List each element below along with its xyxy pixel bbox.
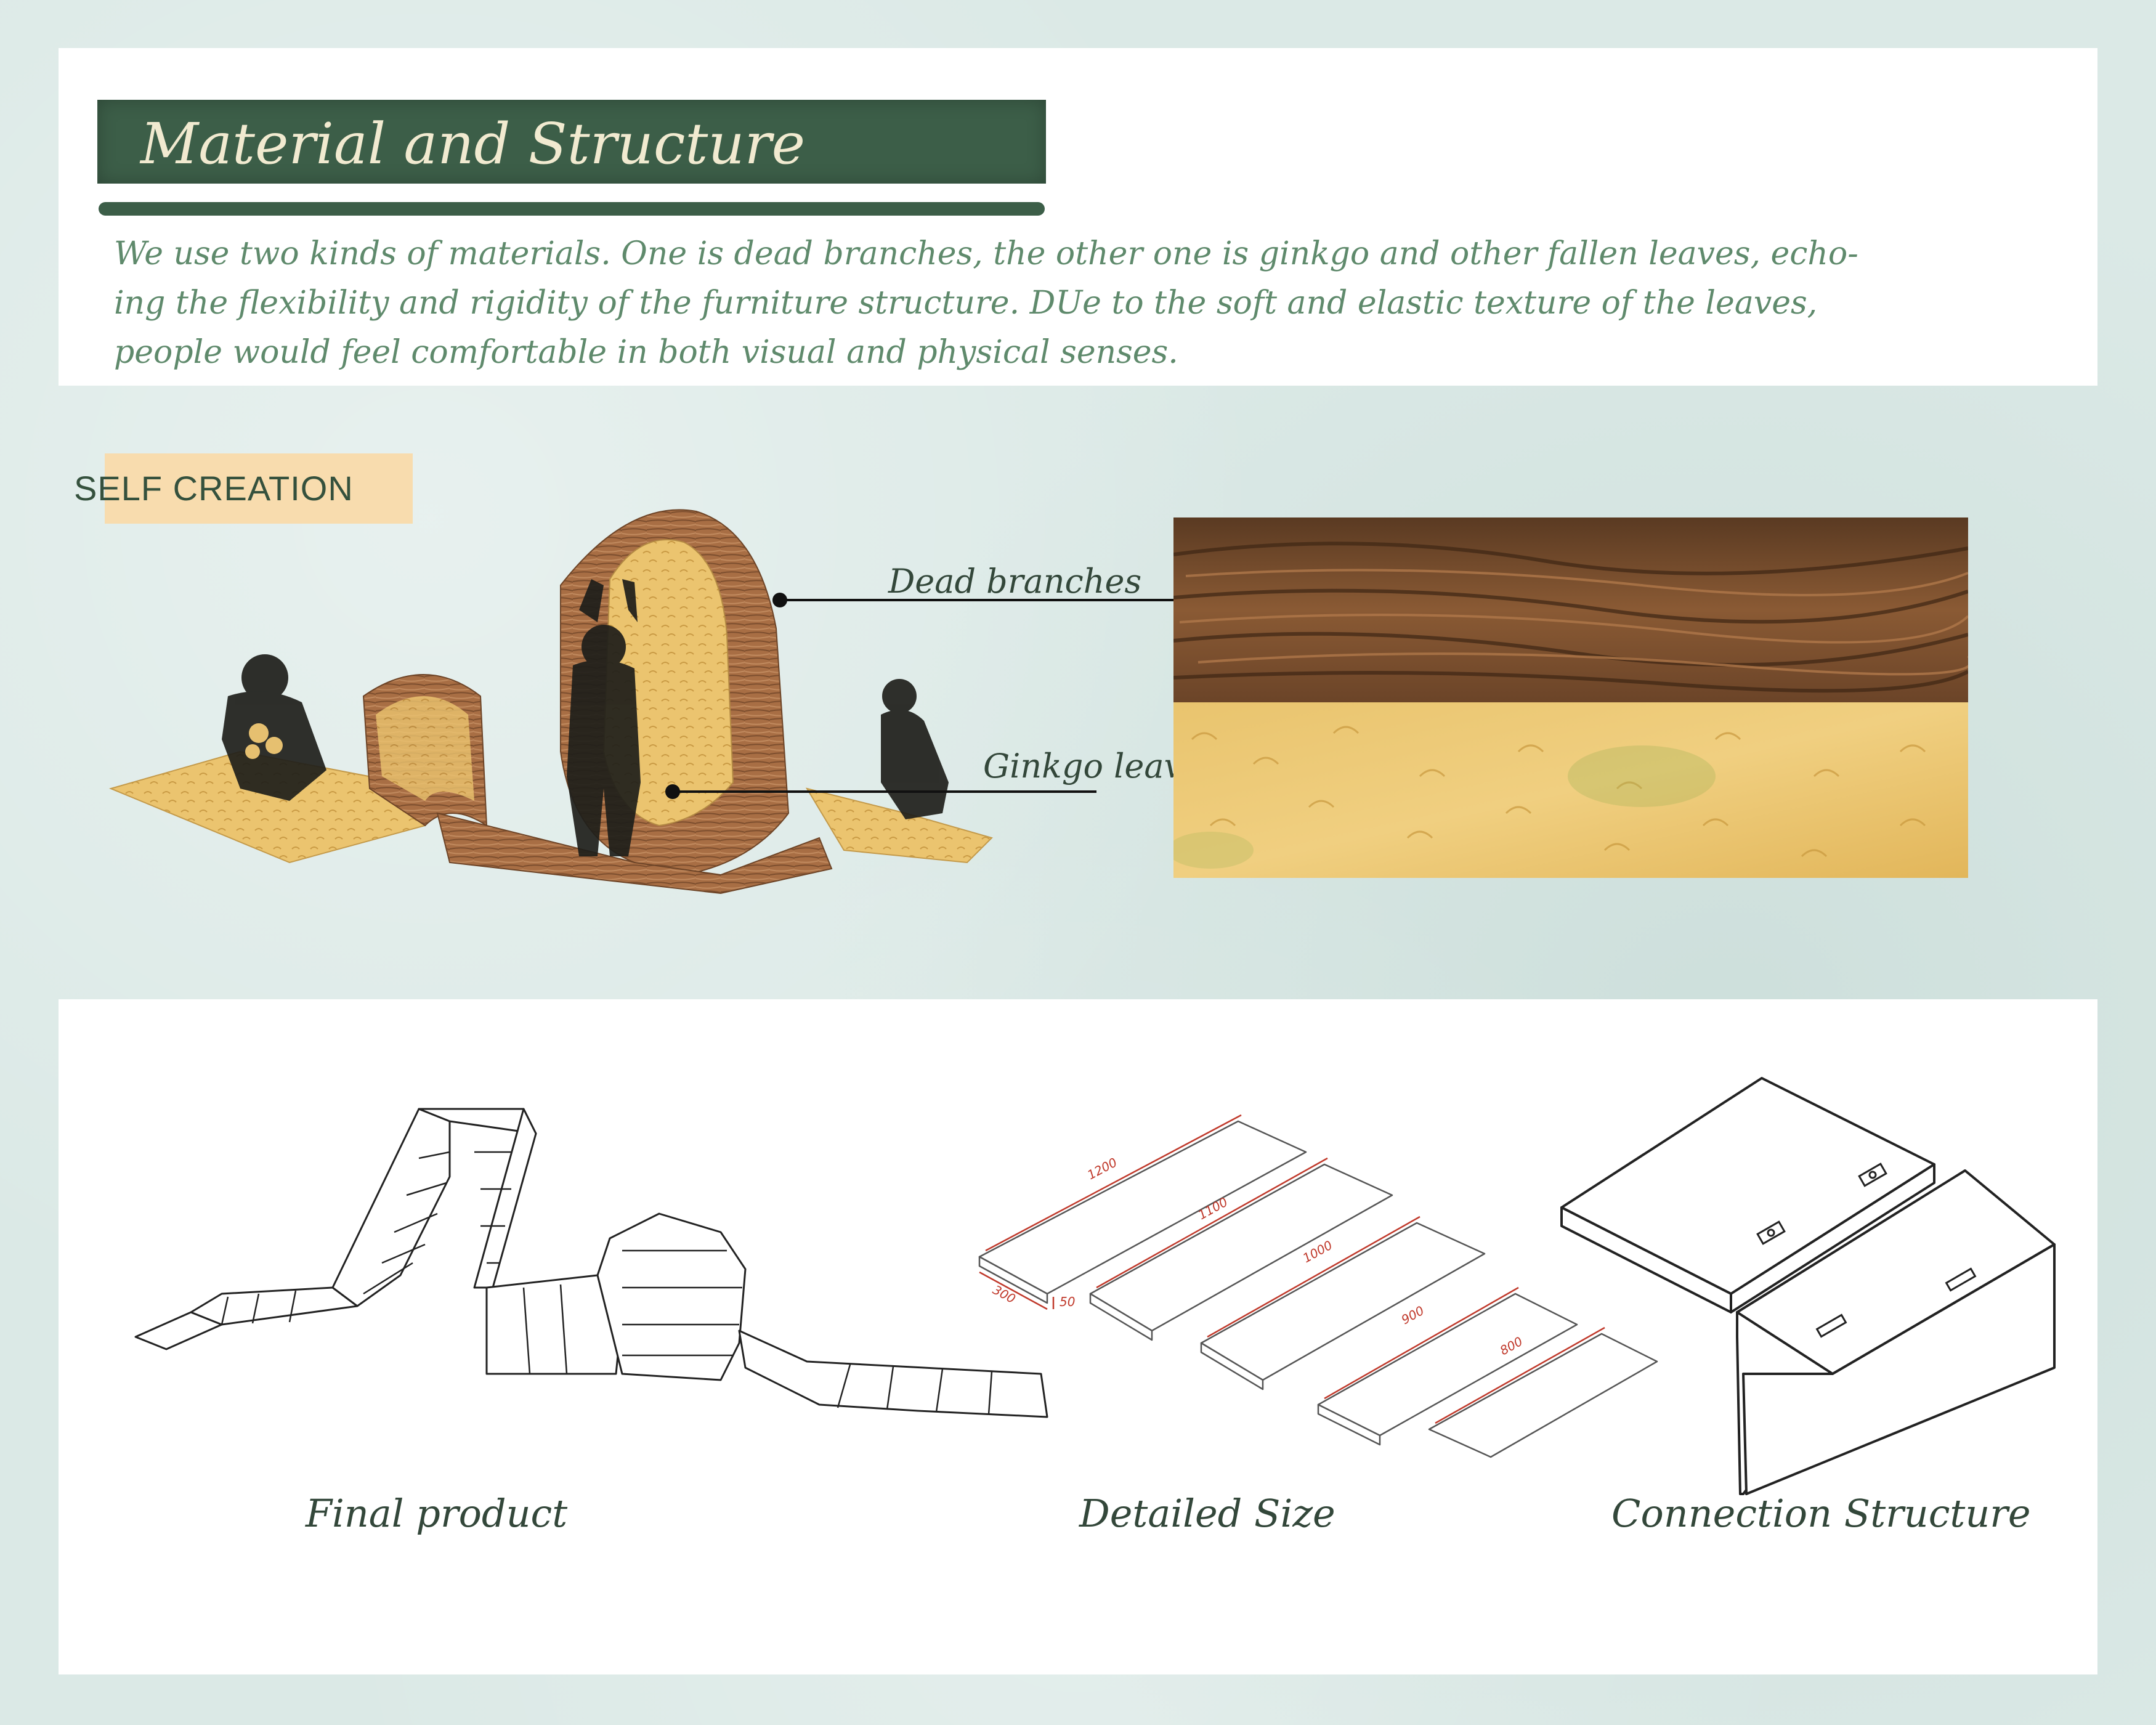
section-heading: SELF CREATION bbox=[74, 469, 354, 508]
page-title: Material and Structure bbox=[140, 111, 806, 177]
caption-final-product: Final product bbox=[306, 1491, 568, 1536]
section-heading-highlight bbox=[105, 453, 413, 524]
leaf-ramp-right bbox=[805, 787, 993, 864]
dim-300: 300 bbox=[991, 1282, 1018, 1306]
connection-structure-drawing bbox=[1560, 1077, 2056, 1495]
intro-line: ing the flexibility and rigidity of the … bbox=[114, 285, 1818, 322]
person-standing-center bbox=[567, 579, 641, 856]
final-product-drawing bbox=[134, 1108, 1048, 1418]
dim-900: 900 bbox=[1399, 1303, 1427, 1328]
ginkgo-leaves-swatch bbox=[1173, 702, 1968, 878]
dim-1200: 1200 bbox=[1085, 1155, 1119, 1182]
wood-front bbox=[436, 812, 833, 895]
person-sitting-left bbox=[222, 654, 326, 801]
intro-line: people would feel comfortable in both vi… bbox=[114, 334, 1178, 371]
title-banner: Material and Structure bbox=[97, 100, 1046, 184]
title-underline bbox=[99, 202, 1045, 216]
plank-800 bbox=[1428, 1333, 1658, 1458]
self-creation-illustration bbox=[108, 509, 993, 895]
leaf-wave-inner bbox=[376, 696, 474, 801]
dim-50: 50 bbox=[1060, 1294, 1075, 1309]
label-dead-branches: Dead branches bbox=[888, 562, 1142, 601]
side-board bbox=[1742, 1243, 2056, 1495]
intro-paragraph: We use two kinds of materials. One is de… bbox=[114, 229, 2036, 377]
caption-detailed-size: Detailed Size bbox=[1079, 1491, 1335, 1536]
leaf-bundle bbox=[245, 723, 283, 759]
intro-line: We use two kinds of materials. One is de… bbox=[114, 235, 1858, 272]
material-swatch bbox=[1173, 518, 1968, 878]
detailed-size-drawing: 1200 1100 1000 900 800 300 50 bbox=[978, 1114, 1658, 1458]
caption-connection-structure: Connection Structure bbox=[1611, 1491, 2031, 1536]
material-leader-lines bbox=[665, 593, 1178, 799]
